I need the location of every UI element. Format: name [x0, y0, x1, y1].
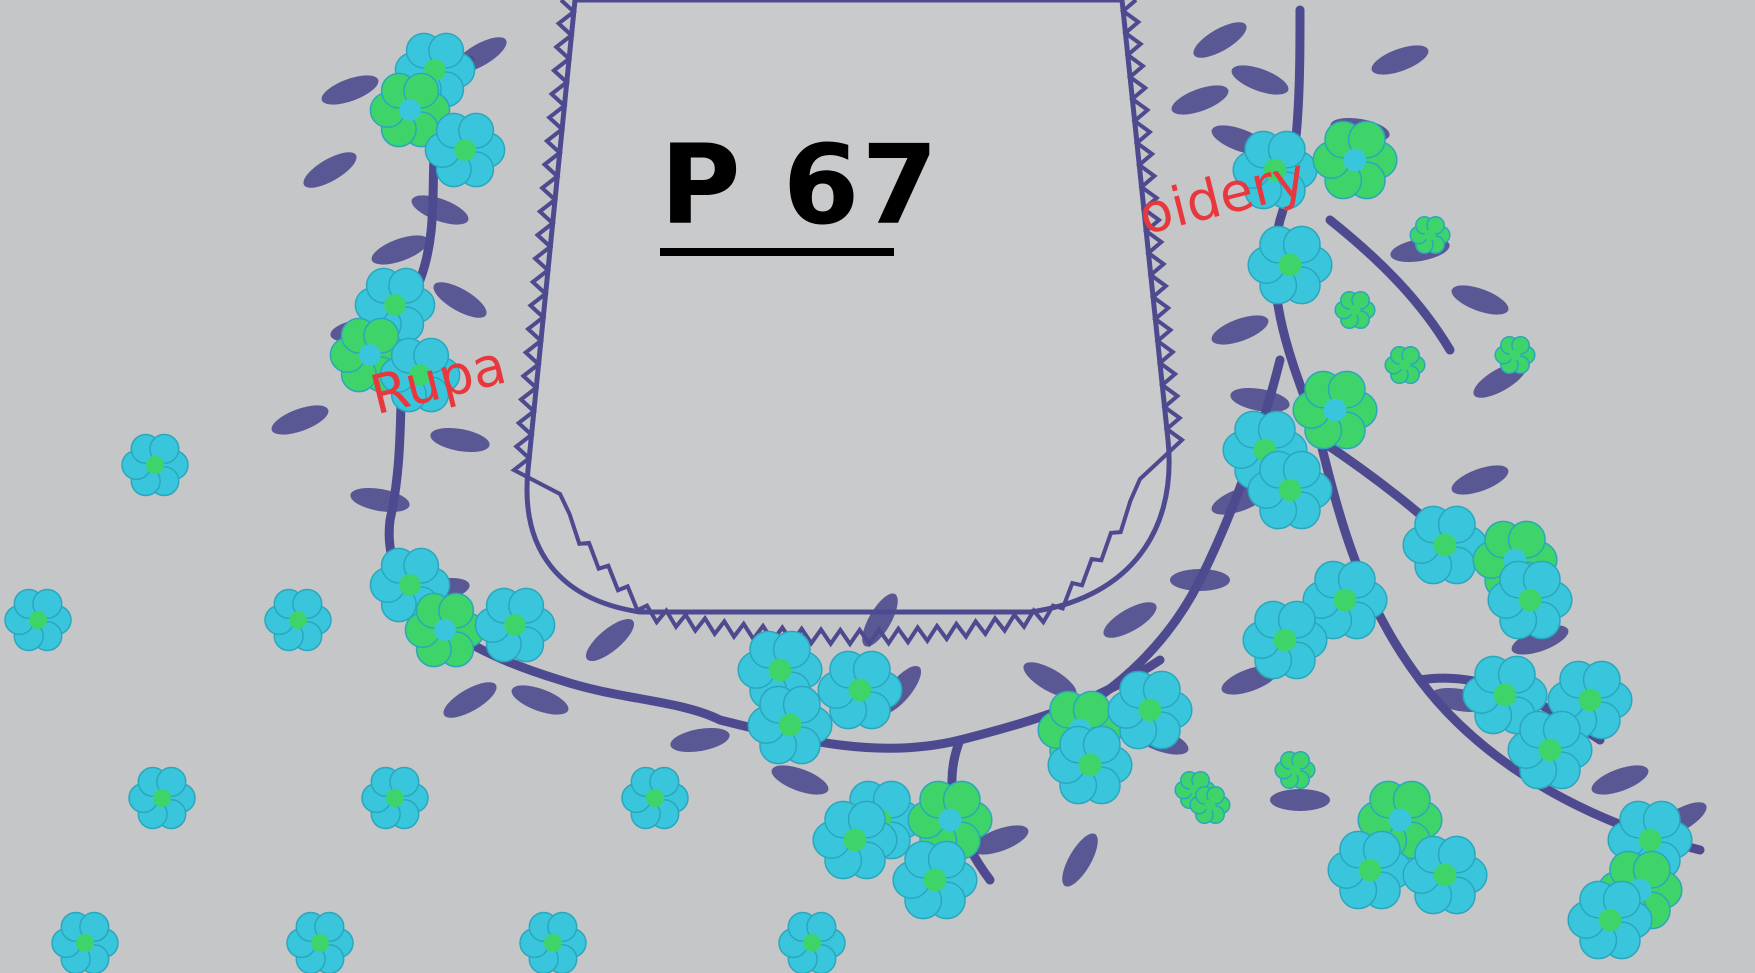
flower-motif [1232, 130, 1318, 210]
leaf-motif [862, 593, 898, 647]
flower-motif [379, 337, 461, 413]
flower-motif [737, 630, 823, 710]
leaf-motif [1451, 285, 1509, 315]
leaf-motif [971, 825, 1029, 855]
flower-motif [1327, 830, 1413, 910]
leaf-motif [271, 405, 329, 435]
flower-motif [474, 587, 556, 663]
leaf-motif [1231, 65, 1289, 95]
leaf-motif [433, 282, 487, 318]
flower-motif [1402, 505, 1488, 585]
flower-motif [286, 911, 354, 973]
leaf-motif [303, 152, 357, 188]
leaf-motif [443, 682, 497, 718]
flower-motif [817, 650, 903, 730]
leaf-motif [350, 487, 410, 513]
flower-motif [1242, 600, 1328, 680]
flower-motif [1047, 725, 1133, 805]
flower-motif [1107, 670, 1193, 750]
leaf-motif [1211, 315, 1269, 345]
flower-motif [892, 840, 978, 920]
flower-motif [519, 911, 587, 973]
leaf-motif [1270, 789, 1330, 811]
flower-motif [747, 685, 833, 765]
flower-motif [812, 800, 898, 880]
flower-motif [51, 911, 119, 973]
leaf-motif [371, 235, 429, 265]
neckline-zigzag-border [510, 0, 1186, 648]
leaf-motif [511, 685, 569, 715]
flower-motif [128, 766, 196, 830]
flower-motif [1189, 785, 1231, 825]
leaf-motif [1171, 85, 1229, 115]
leaf-motif [321, 75, 379, 105]
leaf-motif [1371, 45, 1429, 75]
leaf-motif [411, 195, 469, 225]
flower-motif [1494, 335, 1536, 375]
flower-motif [1334, 290, 1376, 330]
flower-motif [361, 766, 429, 830]
leaf-motif [1451, 465, 1509, 495]
neckline-panel [524, 0, 1172, 615]
flower-motif [264, 588, 332, 652]
flower-motif [1507, 710, 1593, 790]
leaf-motif [1062, 833, 1098, 887]
flower-motif [1312, 120, 1398, 200]
flower-motif [121, 433, 189, 497]
flower-motif [424, 112, 506, 188]
flower-motif [1274, 750, 1316, 790]
leaf-motif [1023, 662, 1077, 698]
leaf-motif [1591, 765, 1649, 795]
flower-motif [1409, 215, 1451, 255]
leaf-motif [771, 765, 829, 795]
flower-motif [778, 911, 846, 973]
flower-motif [621, 766, 689, 830]
flower-motif [1302, 560, 1388, 640]
flower-motif [1567, 880, 1653, 960]
title-underline [660, 248, 894, 256]
leaf-motif [1170, 569, 1230, 591]
design-code-title: P 67 [660, 121, 940, 249]
leaf-motif [1230, 387, 1290, 413]
flower-motif [354, 267, 436, 343]
leaf-motif [585, 618, 635, 662]
flower-motif [1247, 225, 1333, 305]
flower-motif [1247, 450, 1333, 530]
flower-layer [4, 32, 1693, 973]
leaf-motif [1193, 22, 1247, 58]
leaf-motif [670, 727, 730, 753]
flower-motif [4, 588, 72, 652]
flower-motif [404, 592, 486, 668]
leaf-motif [430, 427, 490, 453]
flower-motif [1292, 370, 1378, 450]
leaf-motif [1103, 602, 1157, 638]
flower-motif [1487, 560, 1573, 640]
flower-motif [1402, 835, 1488, 915]
flower-motif [1384, 345, 1426, 385]
